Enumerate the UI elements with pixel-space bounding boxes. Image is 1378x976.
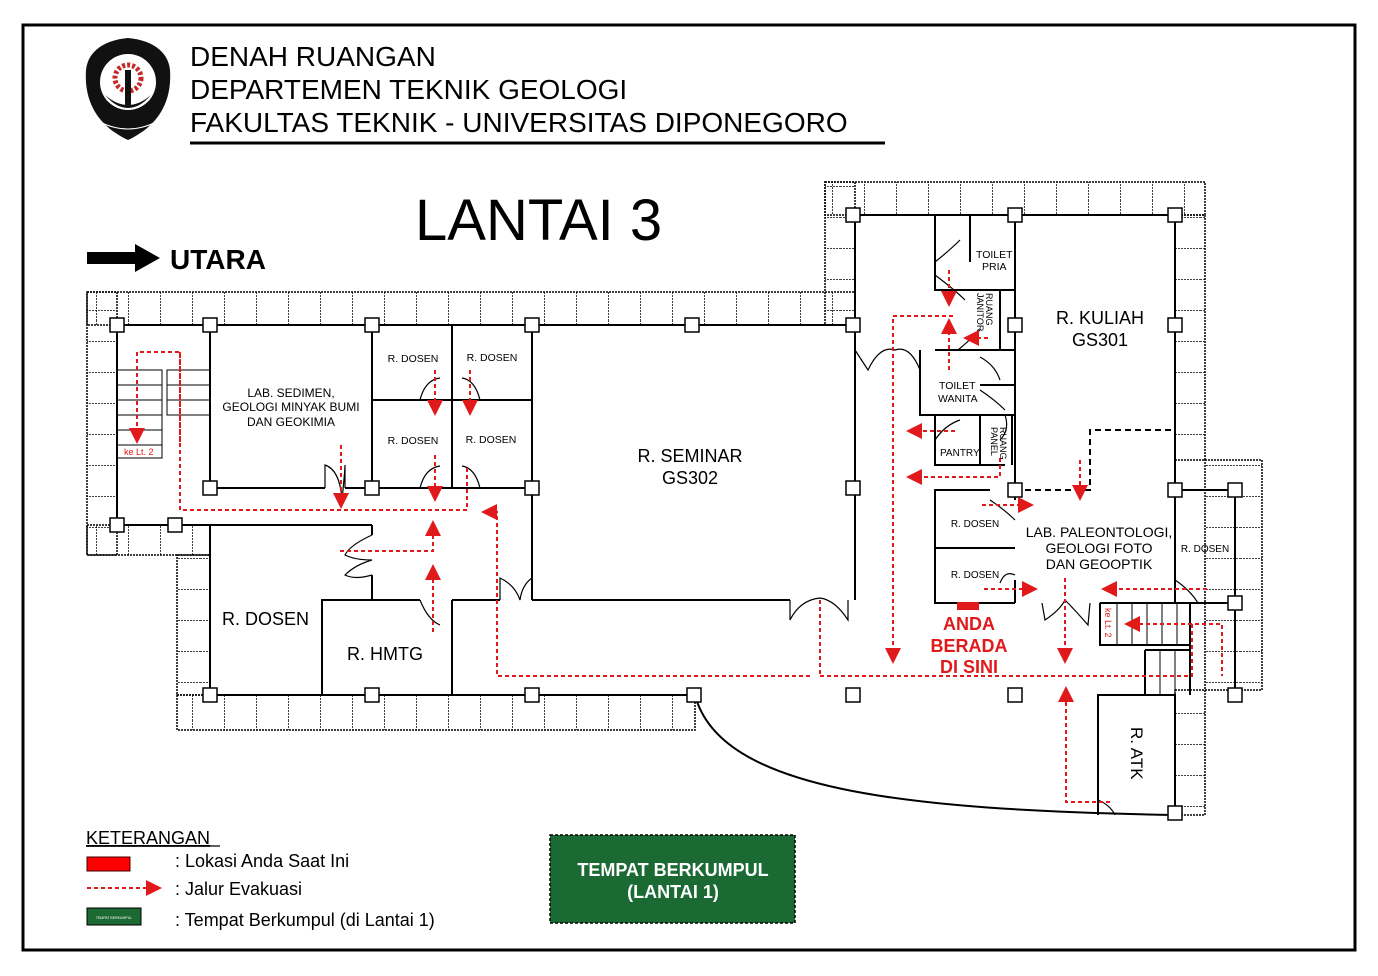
header-line-2: DEPARTEMEN TEKNIK GEOLOGI	[190, 74, 627, 105]
legend-item-assembly: : Tempat Berkumpul (di Lantai 1)	[175, 910, 435, 930]
room-janitor-2: JANITOR	[975, 293, 985, 332]
room-dosen-large: R. DOSEN	[222, 609, 309, 629]
assembly-point-box: TEMPAT BERKUMPUL (LANTAI 1)	[549, 834, 796, 924]
room-kuliah-2: GS301	[1072, 330, 1128, 350]
room-dosen-7: R. DOSEN	[1181, 544, 1229, 555]
room-lab-sedimen-2: GEOLOGI MINYAK BUMI	[222, 400, 359, 414]
room-lab-paleo-3: DAN GEOOPTIK	[1046, 556, 1153, 572]
room-toilet-pria-1: TOILET	[976, 249, 1013, 261]
room-panel-2: PANEL	[989, 427, 999, 456]
assembly-point-line-1: TEMPAT BERKUMPUL	[577, 860, 768, 880]
room-lab-paleo-2: GEOLOGI FOTO	[1045, 540, 1152, 556]
room-toilet-wanita-2: WANITA	[938, 393, 978, 405]
room-lab-sedimen-3: DAN GEOKIMIA	[247, 415, 335, 429]
header-line-1: DENAH RUANGAN	[190, 41, 436, 72]
you-are-here-2: BERADA	[930, 636, 1007, 656]
legend-title: KETERANGAN	[86, 828, 210, 848]
stairs-label-right: ke Lt. 2	[1103, 608, 1113, 638]
legend: KETERANGAN : Lokasi Anda Saat Ini : Jalu…	[86, 828, 435, 930]
room-dosen-2: R. DOSEN	[467, 352, 518, 364]
legend-item-location: : Lokasi Anda Saat Ini	[175, 851, 349, 871]
location-marker-icon	[957, 602, 979, 610]
floor-title: LANTAI 3	[415, 188, 662, 253]
header-title: DENAH RUANGAN DEPARTEMEN TEKNIK GEOLOGI …	[190, 41, 885, 145]
evacuation-routes	[129, 270, 1223, 803]
legend-location-swatch	[86, 856, 131, 872]
you-are-here-1: ANDA	[943, 614, 995, 634]
balcony-bands	[86, 181, 1263, 816]
room-dosen-1: R. DOSEN	[388, 353, 439, 365]
room-lab-paleo-1: LAB. PALEONTOLOGI,	[1026, 524, 1173, 540]
room-janitor-1: RUANG	[984, 293, 994, 326]
assembly-point-line-2: (LANTAI 1)	[627, 882, 719, 902]
room-kuliah-1: R. KULIAH	[1056, 308, 1144, 328]
room-dosen-5: R. DOSEN	[951, 519, 999, 530]
structural-columns	[109, 207, 1243, 821]
room-pantry: PANTRY	[940, 448, 980, 459]
stairs-label-left: ke Lt. 2	[124, 447, 154, 457]
north-label: UTARA	[170, 244, 266, 275]
you-are-here-3: DI SINI	[940, 657, 998, 677]
room-dosen-4: R. DOSEN	[466, 434, 517, 446]
legend-assembly-mini-label: TEMPAT BERKUMPUL	[96, 916, 132, 920]
stairs-left: ke Lt. 2	[116, 369, 211, 459]
room-dosen-3: R. DOSEN	[388, 435, 439, 447]
room-labels: LAB. SEDIMEN, GEOLOGI MINYAK BUMI DAN GE…	[222, 249, 1229, 780]
room-panel-1: RUANG	[998, 427, 1008, 460]
room-toilet-wanita-1: TOILET	[939, 380, 976, 392]
stairs-right: ke Lt. 2	[1099, 602, 1191, 695]
header-line-3: FAKULTAS TEKNIK - UNIVERSITAS DIPONEGORO	[190, 107, 848, 138]
page-border	[21, 23, 1357, 952]
room-dosen-6: R. DOSEN	[951, 570, 999, 581]
you-are-here-marker: ANDA BERADA DI SINI	[930, 602, 1008, 677]
university-logo	[85, 38, 171, 140]
room-seminar-2: GS302	[662, 468, 718, 488]
legend-assembly-swatch	[86, 907, 142, 926]
room-toilet-pria-2: PRIA	[982, 261, 1007, 273]
legend-item-evacuation: : Jalur Evakuasi	[175, 879, 302, 899]
north-indicator: UTARA	[87, 244, 266, 275]
room-hmtg: R. HMTG	[347, 644, 423, 664]
room-lab-sedimen-1: LAB. SEDIMEN,	[247, 386, 334, 400]
north-arrow-icon	[87, 244, 160, 272]
room-atk: R. ATK	[1127, 727, 1146, 780]
room-seminar-1: R. SEMINAR	[637, 446, 742, 466]
